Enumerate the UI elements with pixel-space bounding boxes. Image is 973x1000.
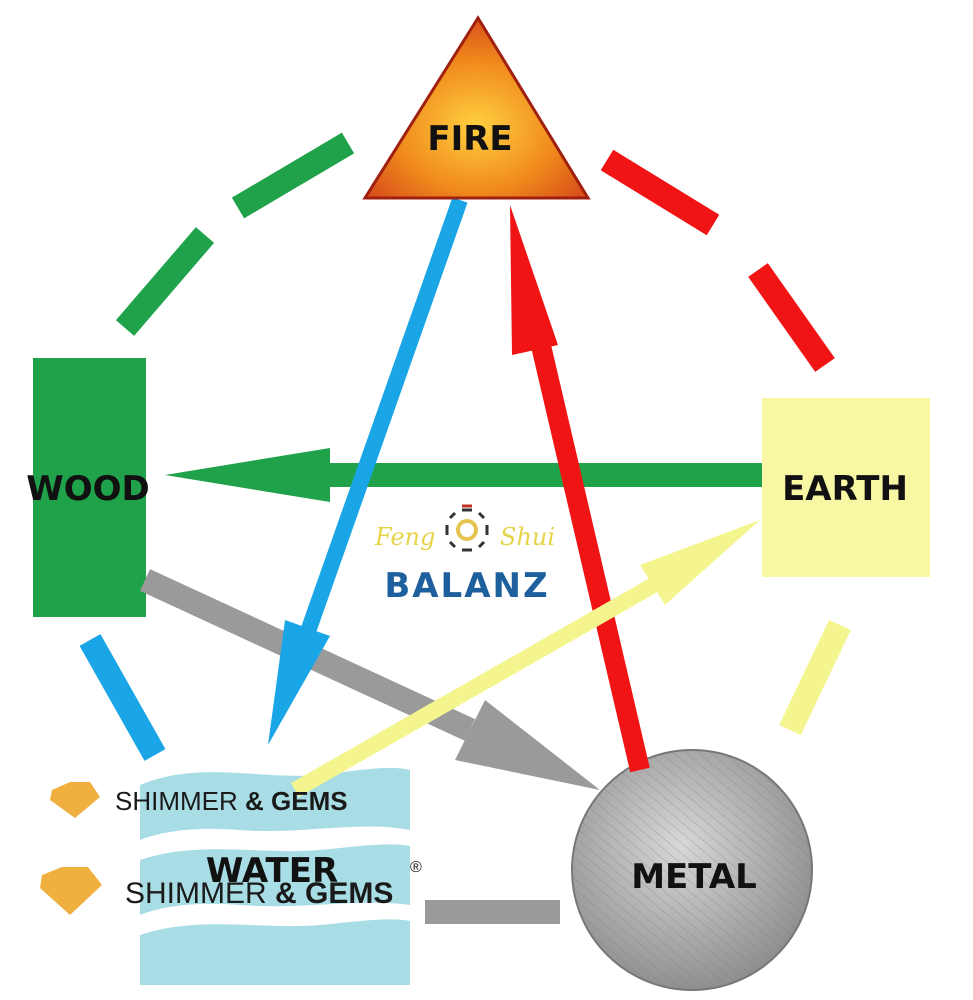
dash-earth-metal — [779, 619, 851, 736]
gem-icon — [40, 867, 102, 915]
logo-name: BALANZ — [384, 566, 549, 606]
dash-wood-fire — [115, 227, 215, 336]
gem-icon — [50, 782, 100, 818]
dash-wood-fire — [231, 132, 355, 219]
water-waves — [140, 767, 410, 985]
arrows — [139, 197, 762, 797]
arrow-metal-to-fire — [510, 205, 650, 773]
metal-label: METAL — [631, 857, 757, 897]
arrow-wood-to-metal — [139, 569, 600, 790]
arrow-water-to-earth — [291, 520, 760, 797]
svg-text:SHIMMER & GEMS: SHIMMER & GEMS — [115, 786, 348, 816]
svg-text:SHIMMER & GEMS: SHIMMER & GEMS — [125, 877, 393, 910]
earth-block — [762, 398, 930, 577]
fire-triangle — [362, 15, 591, 200]
registered-mark: ® — [410, 859, 422, 876]
metal-circle — [571, 749, 813, 991]
cycle-dashes — [79, 132, 851, 924]
logo-script-right: Shui — [500, 523, 555, 551]
arrow-earth-to-wood — [165, 448, 762, 502]
wood-block — [33, 358, 146, 617]
dash-fire-earth — [748, 263, 835, 372]
earth-label: EARTH — [782, 469, 908, 509]
bagua-icon — [445, 504, 489, 552]
dash-fire-earth — [600, 149, 720, 236]
watermark-2: SHIMMER & GEMS ® — [40, 859, 422, 915]
arrow-fire-to-water — [268, 197, 468, 745]
watermark-1: SHIMMER & GEMS — [50, 782, 348, 818]
logo-script-left: Feng — [374, 523, 435, 551]
wood-label: WOOD — [26, 469, 150, 509]
fire-label: FIRE — [427, 119, 512, 159]
feng-shui-balanz-logo: Feng Shui BALANZ — [374, 504, 555, 606]
water-label: WATER — [206, 851, 338, 891]
dash-water-wood — [79, 634, 166, 761]
